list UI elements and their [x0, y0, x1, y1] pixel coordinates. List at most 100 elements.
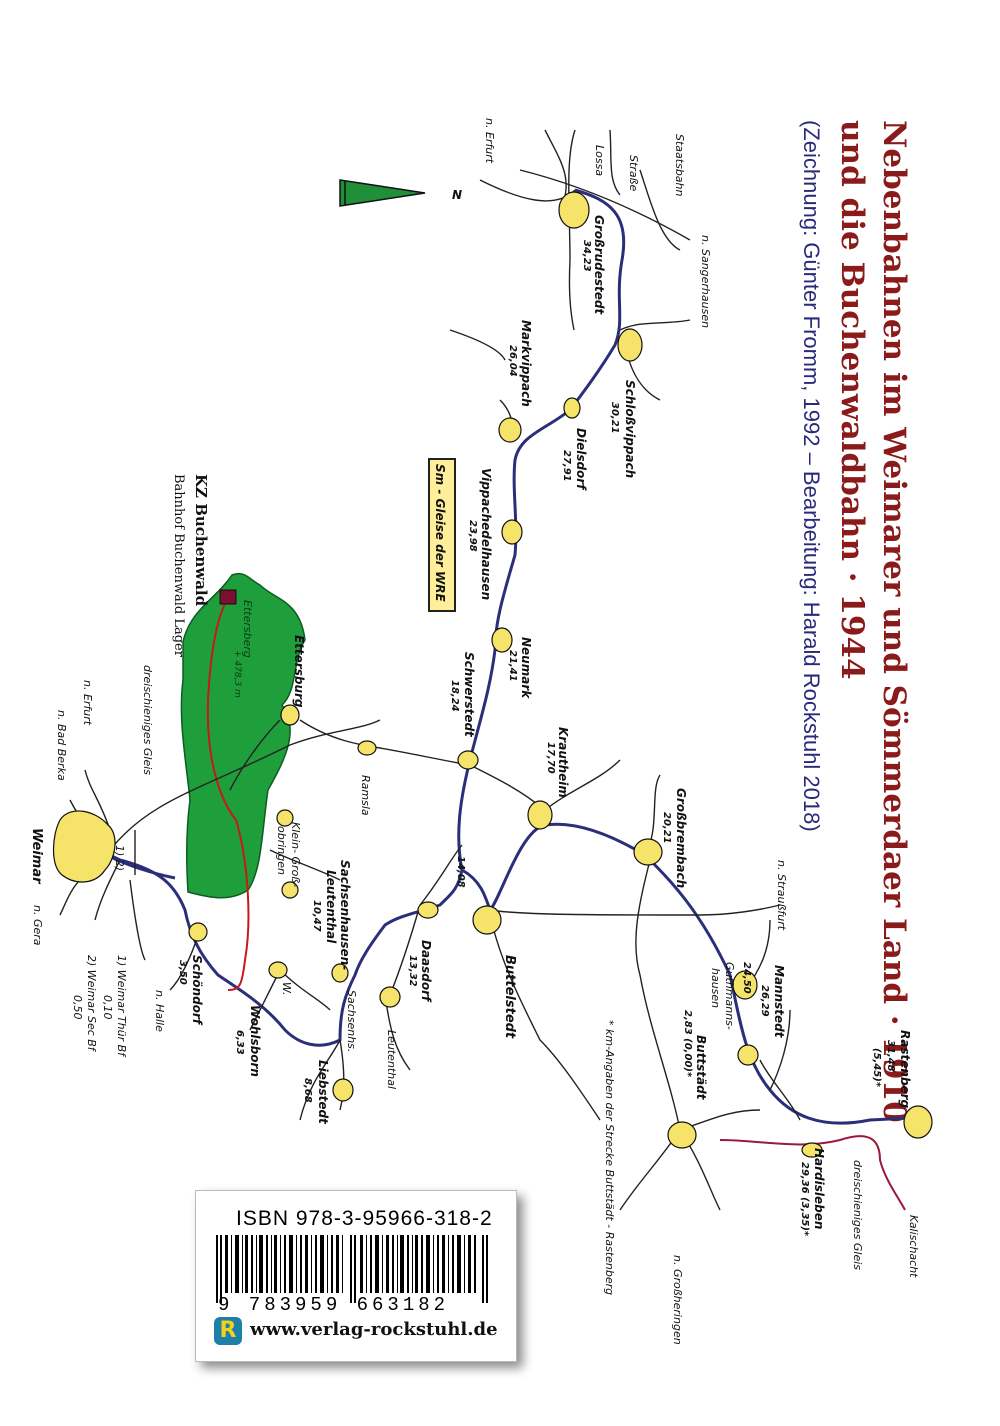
- label-gutmannshausen-2: hausen: [709, 968, 722, 1009]
- town-ramsla: [357, 740, 377, 756]
- km-sachsenhausen: 10,47: [311, 900, 322, 932]
- label-neumark: Neumark: [519, 637, 533, 699]
- label-gera: n. Gera: [31, 905, 44, 946]
- km-schondorf: 3,50: [177, 960, 188, 985]
- km-schwerstedt: 18,24: [449, 680, 460, 712]
- label-badberka: n. Bad Berka: [55, 710, 68, 781]
- label-ettersberg: Ettersberg: [241, 600, 254, 658]
- north-label: N: [452, 188, 463, 202]
- legend-1-km: 0,10: [101, 995, 114, 1020]
- label-mannstedt: Mannstedt: [772, 965, 786, 1038]
- town-vippachedelhausen: [501, 519, 523, 545]
- km-vippachedelhausen: 23,98: [467, 520, 478, 552]
- town-grossobringen: [281, 881, 299, 899]
- label-krautheim: Krautheim: [556, 727, 570, 798]
- town-wohlsborn: [268, 961, 288, 979]
- north-arrow-icon: [339, 179, 426, 207]
- km-grossbrembach: 20,21: [661, 812, 672, 844]
- km-rastenberg-2: (5,45)*: [871, 1048, 882, 1088]
- town-sachsenhausen: [331, 963, 349, 983]
- town-krautheim: [527, 800, 553, 830]
- town-rastenberg: [903, 1105, 933, 1139]
- town-schlossvippach: [617, 328, 643, 362]
- buchenwald-line: [206, 597, 250, 991]
- label-dreischienig-right: dreischieniges Gleis: [851, 1160, 864, 1271]
- town-grossbrembach: [633, 838, 663, 866]
- label-sachsenhausen: Sachsenhausen-: [338, 860, 352, 971]
- label-leutenthal: Leutenthal: [385, 1030, 398, 1090]
- label-erfurt-left: n. Erfurt: [81, 680, 94, 726]
- label-lossa: Lossa: [593, 145, 606, 177]
- label-erfurt-top: n. Erfurt: [483, 118, 496, 164]
- town-neumark: [491, 627, 513, 653]
- railway-main: [94, 188, 626, 1047]
- label-dreischienig-left: dreischieniges Gleis: [141, 665, 154, 776]
- label-hardisleben: Hardisleben: [812, 1148, 826, 1230]
- km-hardisleben: 29,36 (3,35)*: [799, 1162, 810, 1237]
- town-schondorf: [188, 922, 208, 942]
- town-gutmannshausen: [737, 1044, 759, 1066]
- km-note: * km-Angaben der Strecke Buttstädt - Ras…: [603, 1020, 616, 1296]
- publisher-website[interactable]: www.verlag-rockstuhl.de: [250, 1319, 498, 1340]
- km-krautheim: 17,70: [545, 742, 556, 774]
- wre-note-box: [428, 458, 456, 612]
- town-buttelstedt: [472, 905, 502, 935]
- railway-branch-buttelstedt: [461, 822, 911, 1125]
- legend-2: 2) Weimar Sec Bf: [85, 955, 98, 1051]
- label-one-two: 1) 2): [113, 845, 126, 872]
- legend-2-km: 0,50: [71, 995, 84, 1020]
- km-neumark: 21,41: [507, 650, 518, 682]
- km-markvippach: 26,04: [507, 345, 518, 377]
- km-grossrudestedt: 34,23: [581, 240, 592, 272]
- label-grossbrembach: Großbrembach: [674, 788, 688, 889]
- barcode-digits: 9 783959 663182: [218, 1294, 450, 1316]
- label-schlossvippach: Schloßvippach: [623, 380, 637, 479]
- town-hardisleben: [801, 1142, 823, 1158]
- label-gutmannshausen: Guthmanns-: [723, 962, 736, 1030]
- label-ettersburg: Ettersburg: [292, 635, 306, 708]
- label-schondorf: Schöndorf: [190, 955, 204, 1025]
- town-ettersburg: [280, 704, 300, 726]
- label-wohlsborn: Wohlsborn: [248, 1005, 262, 1077]
- isbn-text: ISBN 978-3-95966-318-2: [236, 1207, 493, 1230]
- label-staatsbahn: Staatsbahn: [673, 134, 686, 197]
- label-buttelstedt: Buttelstedt: [502, 955, 517, 1039]
- label-leutenthal-s: Leutenthal: [324, 870, 338, 944]
- label-daasdorf: Daasdorf: [419, 940, 433, 1002]
- label-halle: n. Halle: [153, 990, 166, 1032]
- label-liebstedt: Liebstedt: [316, 1060, 330, 1124]
- km-buttstadt: 2,83 (0,00)*: [682, 1010, 693, 1078]
- buchenwald-lager-station: [219, 589, 237, 605]
- km-daasdorf: 13,32: [407, 955, 418, 987]
- label-vippachedelhausen: Vippachedelhausen: [479, 468, 493, 601]
- town-dielsdorf: [563, 397, 581, 419]
- label-markvippach: Markvippach: [519, 320, 533, 407]
- label-sachsenhs: Sachsenhs.: [345, 990, 358, 1053]
- town-weimar: [52, 810, 116, 883]
- label-sangerhausen: n. Sangerhausen: [699, 235, 712, 329]
- town-buttstadt: [667, 1121, 697, 1149]
- label-strassfurt: n. Straußfurt: [775, 860, 788, 931]
- km-schlossvippach: 30,21: [609, 402, 620, 434]
- town-mannstedt: [732, 970, 758, 1000]
- kz-title: KZ Buchenwald: [192, 474, 210, 607]
- publisher-logo-icon: R: [214, 1317, 242, 1345]
- town-grossrudestedt: [558, 191, 590, 229]
- town-markvippach: [498, 417, 522, 443]
- label-ramsla: Ramsla: [359, 775, 372, 816]
- label-grossrudestedt: Großrudestedt: [592, 215, 606, 315]
- km-wohlsborn: 6,33: [234, 1030, 245, 1055]
- km-mannstedt: 26,29: [759, 985, 770, 1017]
- km-liebstedt: 8,68: [302, 1078, 313, 1103]
- label-kleinobringen: Klein- Groß-: [289, 822, 302, 888]
- town-schwerstedt: [457, 750, 479, 770]
- label-dielsdorf: Dielsdorf: [574, 428, 588, 490]
- town-leutenthal: [379, 986, 401, 1008]
- isbn-card: ISBN 978-3-95966-318-2 9 783959 663182 R…: [195, 1190, 517, 1362]
- km-gutmannshausen: 24,50: [741, 962, 752, 994]
- label-kalischacht: Kalischacht: [907, 1215, 920, 1278]
- label-rastenberg: Rastenberg: [898, 1030, 912, 1109]
- wre-note: Sm - Gleise der WRE: [433, 464, 447, 602]
- km-rastenberg: 31,48: [885, 1040, 896, 1072]
